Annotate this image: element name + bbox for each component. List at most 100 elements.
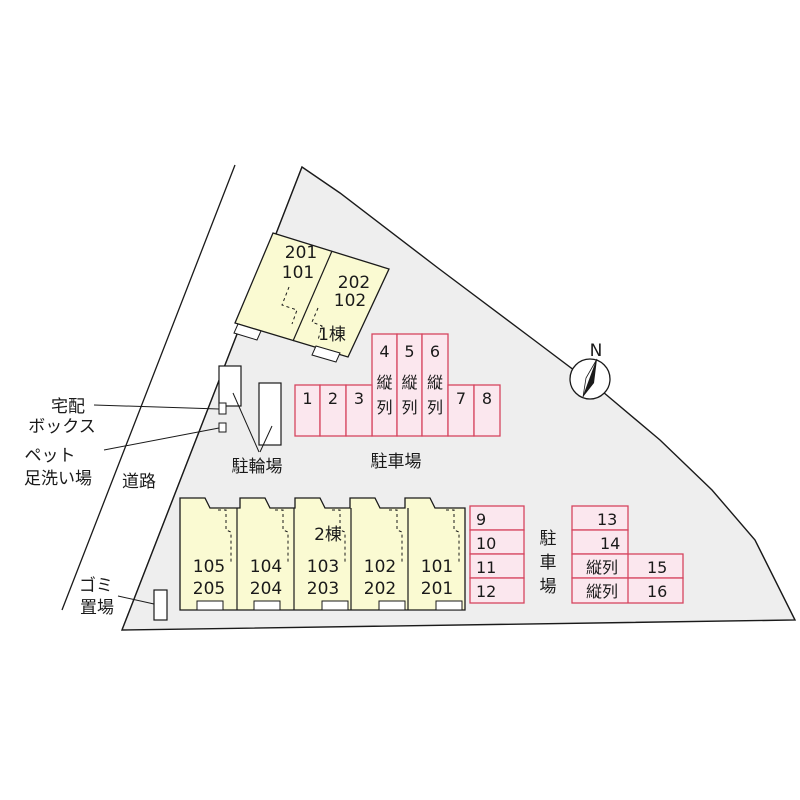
pet-wash-label-line1: ペット xyxy=(25,446,76,466)
slot-5-note-a: 縦 xyxy=(401,373,417,392)
building-2: 2棟 105 205 104 204 103 203 102 202 101 2… xyxy=(179,497,466,611)
parking-slot-3 xyxy=(345,384,373,437)
delivery-box-label-line2: ボックス xyxy=(28,417,96,437)
unit-104-stair xyxy=(275,509,289,562)
pet-wash-label-line2: 足洗い場 xyxy=(24,469,92,489)
slot-16-number: 16 xyxy=(647,582,667,601)
bike-rack-left xyxy=(218,365,242,407)
delivery-box-label-line1: 宅配 xyxy=(51,397,85,417)
unit-101-label: 101 xyxy=(282,263,314,283)
unit-205-label: 205 xyxy=(193,579,225,599)
building-1-stair-left xyxy=(281,286,298,325)
unit-105-entrance xyxy=(196,600,224,611)
bike-rack-right xyxy=(258,382,282,446)
building-1-entrance-right xyxy=(311,345,341,363)
unit-202b-label: 202 xyxy=(364,579,396,599)
unit-104-label: 104 xyxy=(250,557,282,577)
slot-5-number: 5 xyxy=(404,342,414,361)
building-1-entrance-left xyxy=(233,323,262,341)
slot-6-note-a: 縦 xyxy=(427,373,443,392)
slot-14-number: 14 xyxy=(600,534,620,553)
building-2-shape xyxy=(179,497,466,611)
delivery-and-pet: 宅配 ボックス ペット 足洗い場 xyxy=(24,397,227,489)
parking-slot-13 xyxy=(571,505,629,531)
bike-leader-left xyxy=(232,392,260,453)
compass-north-label: N xyxy=(590,341,603,361)
unit-103-entrance xyxy=(321,600,349,611)
compass: N xyxy=(569,341,611,400)
road-edge-outer xyxy=(61,164,236,611)
unit-201b-label: 201 xyxy=(421,579,453,599)
parking-slot-5 xyxy=(396,333,423,437)
bike-leader-right xyxy=(259,425,273,453)
slot-1-number: 1 xyxy=(302,389,312,408)
unit-104-entrance xyxy=(253,600,281,611)
unit-103-label: 103 xyxy=(307,557,339,577)
bike-parking-label: 駐輪場 xyxy=(232,457,283,477)
slot-13-number: 13 xyxy=(597,510,617,529)
slot-4-note-b: 列 xyxy=(376,398,392,417)
slot-15-note: 縦列 xyxy=(586,558,618,577)
building-2-name: 2棟 xyxy=(314,525,342,545)
slot-15-number: 15 xyxy=(647,558,667,577)
unit-101-stair xyxy=(446,509,460,562)
delivery-box-leader xyxy=(93,404,220,410)
parking-slot-7 xyxy=(447,384,475,437)
garbage-marker xyxy=(153,589,168,621)
unit-203-label: 203 xyxy=(307,579,339,599)
building-1-shape xyxy=(234,232,390,358)
slot-6-number: 6 xyxy=(430,342,440,361)
slot-6-note-b: 列 xyxy=(427,398,443,417)
slot-16-note: 縦列 xyxy=(586,582,618,601)
unit-202-label: 202 xyxy=(338,273,370,293)
bike-parking: 駐輪場 xyxy=(218,365,283,477)
garbage-label-line1: ゴミ xyxy=(79,575,113,596)
unit-101-entrance xyxy=(435,600,463,611)
building-1-divider xyxy=(292,250,333,342)
unit-102-entrance xyxy=(378,600,406,611)
slot-2-number: 2 xyxy=(328,389,338,408)
parking-side-label-3: 場 xyxy=(540,577,557,597)
slot-11-number: 11 xyxy=(476,558,496,577)
unit-103-stair xyxy=(332,509,346,562)
pet-wash-leader xyxy=(103,427,220,451)
parking-right: 13 14 縦列 15 縦列 16 xyxy=(571,505,684,604)
slot-12-number: 12 xyxy=(476,582,496,601)
unit-102b-label: 102 xyxy=(364,557,396,577)
parking-slot-12 xyxy=(469,577,525,604)
garbage-label-line2: 置場 xyxy=(80,598,114,618)
parking-side-label-2: 車 xyxy=(540,553,557,573)
unit-105-stair xyxy=(218,509,232,562)
parking-slot-8 xyxy=(473,384,501,437)
parking-top-label: 駐車場 xyxy=(371,452,422,472)
delivery-box-marker xyxy=(218,402,227,415)
slot-5-note-b: 列 xyxy=(401,398,417,417)
parking-middle: 9 10 11 12 駐 車 場 xyxy=(469,505,557,604)
road-label: 道路 xyxy=(122,472,156,492)
slot-9-number: 9 xyxy=(476,510,486,529)
slot-8-number: 8 xyxy=(482,389,492,408)
unit-102-label: 102 xyxy=(334,291,366,311)
parking-slot-11 xyxy=(469,553,525,579)
slot-3-number: 3 xyxy=(354,389,364,408)
slot-4-note-a: 縦 xyxy=(376,373,392,392)
building-1-stair-right xyxy=(311,307,323,341)
pet-wash-marker xyxy=(218,422,227,433)
unit-101b-label: 101 xyxy=(421,557,453,577)
building-1-name: 1棟 xyxy=(318,325,346,345)
garbage-leader xyxy=(117,595,155,605)
slot-4-number: 4 xyxy=(379,342,389,361)
garbage-area: ゴミ 置場 xyxy=(79,575,168,621)
slot-10-number: 10 xyxy=(476,534,496,553)
parking-slot-10 xyxy=(469,529,525,555)
slot-7-number: 7 xyxy=(456,389,466,408)
compass-needle-back xyxy=(582,358,598,398)
parking-top: 4 縦 列 5 縦 列 6 縦 列 1 2 3 7 8 駐車場 xyxy=(294,333,501,472)
parking-slot-14 xyxy=(571,529,629,555)
unit-201-label: 201 xyxy=(285,243,317,263)
unit-204-label: 204 xyxy=(250,579,282,599)
unit-102-stair xyxy=(389,509,403,562)
unit-105-label: 105 xyxy=(193,557,225,577)
parking-side-label-1: 駐 xyxy=(540,529,557,549)
